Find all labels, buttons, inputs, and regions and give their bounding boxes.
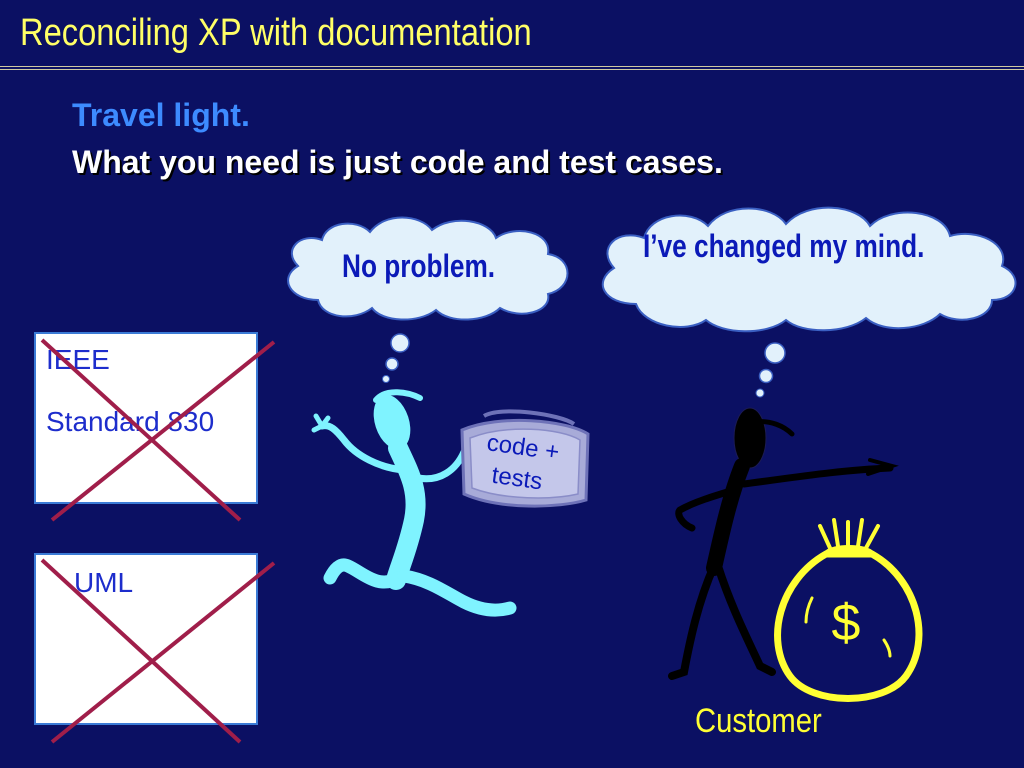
title-divider xyxy=(0,66,1024,70)
slide-title: Reconciling XP with documentation xyxy=(20,12,532,54)
developer-thought-text: No problem. xyxy=(342,248,496,284)
customer-thought-cloud xyxy=(602,206,1017,398)
customer-figure xyxy=(668,407,899,680)
ieee-standard-card: IEEE Standard 830 xyxy=(34,332,258,504)
subtitle-travel-light: Travel light. xyxy=(72,97,250,133)
developer-thought-cloud xyxy=(287,216,569,383)
ieee-card-line1: IEEE xyxy=(46,344,110,375)
customer-label: Customer xyxy=(695,702,822,740)
uml-card-line1: UML xyxy=(74,567,134,598)
money-bag-symbol: $ xyxy=(832,594,861,652)
subtitle-code-and-tests: What you need is just code and test case… xyxy=(72,144,723,180)
developer-figure xyxy=(311,389,517,617)
customer-thought-text: I’ve changed my mind. xyxy=(643,228,925,264)
briefcase-icon: code + tests xyxy=(460,409,590,508)
money-bag-icon: $ xyxy=(774,518,923,702)
uml-card: UML xyxy=(34,553,258,725)
